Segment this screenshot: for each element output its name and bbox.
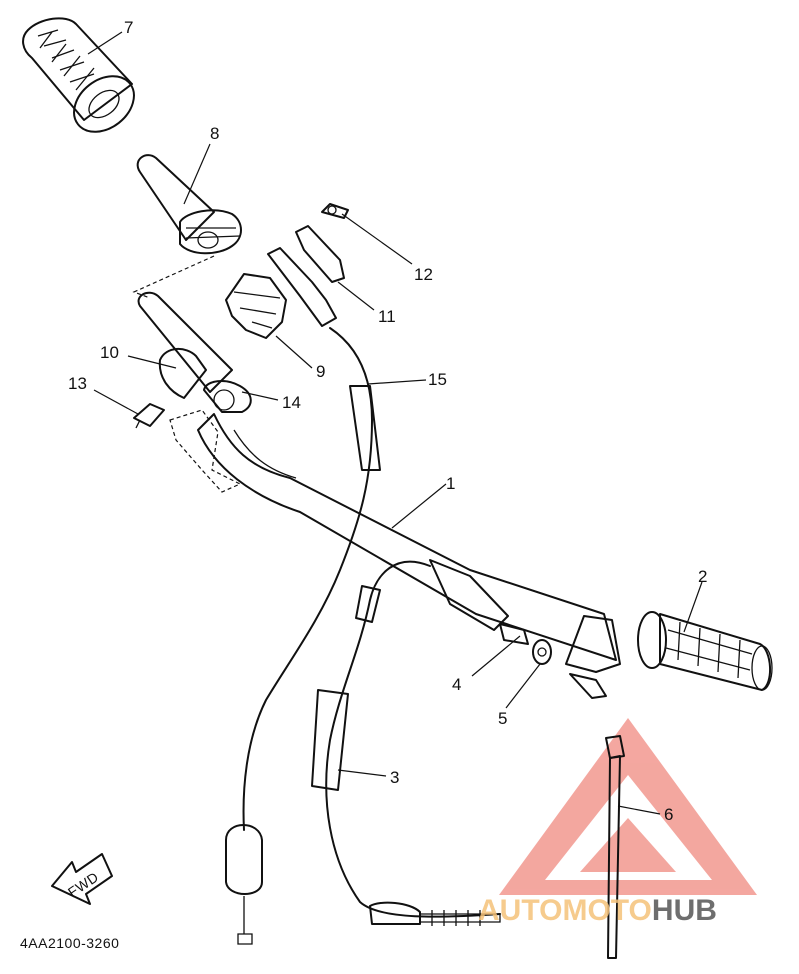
cable-adjuster (267, 203, 349, 327)
clutch-cable (311, 560, 501, 926)
watermark-brand-part-1: AUTOMOTO (478, 894, 652, 927)
callout-6: 6 (664, 805, 673, 824)
callout-2: 2 (698, 567, 707, 586)
fwd-label: FWD (65, 868, 102, 900)
callout-1: 1 (446, 474, 455, 493)
switch-assembly (137, 291, 252, 413)
callout-4: 4 (452, 675, 461, 694)
callout-3: 3 (390, 768, 399, 787)
throttle-housing (225, 273, 287, 339)
bolt-and-washer (499, 623, 607, 699)
screw (133, 403, 165, 429)
handlebar (169, 409, 621, 673)
callout-15: 15 (428, 370, 447, 389)
callout-7: 7 (124, 18, 133, 37)
left-grip (22, 17, 135, 133)
callout-11: 11 (378, 307, 396, 326)
leader-lines (87, 31, 703, 815)
callout-12: 12 (414, 265, 433, 284)
svg-text:AUTOMOTOHUB: AUTOMOTOHUB (478, 894, 717, 927)
watermark-brand-part-2: HUB (652, 894, 717, 927)
cable-tie (605, 735, 625, 959)
callout-14: 14 (282, 393, 301, 412)
watermark-logo (499, 718, 757, 895)
diagram-code: 4AA2100-3260 (20, 935, 119, 951)
throttle-cable (225, 327, 381, 945)
callout-labels: 7 8 12 11 10 9 15 13 14 1 2 4 5 3 6 (68, 18, 707, 824)
forward-arrow-icon: FWD (51, 853, 113, 905)
callout-8: 8 (210, 124, 219, 143)
callout-9: 9 (316, 362, 325, 381)
callout-5: 5 (498, 709, 507, 728)
callout-10: 10 (100, 343, 119, 362)
throttle-tube (136, 154, 242, 255)
watermark-text: AUTOMOTOHUB (478, 894, 717, 927)
assembly-guide-line (132, 255, 215, 299)
callout-13: 13 (68, 374, 87, 393)
right-grip (637, 611, 773, 691)
